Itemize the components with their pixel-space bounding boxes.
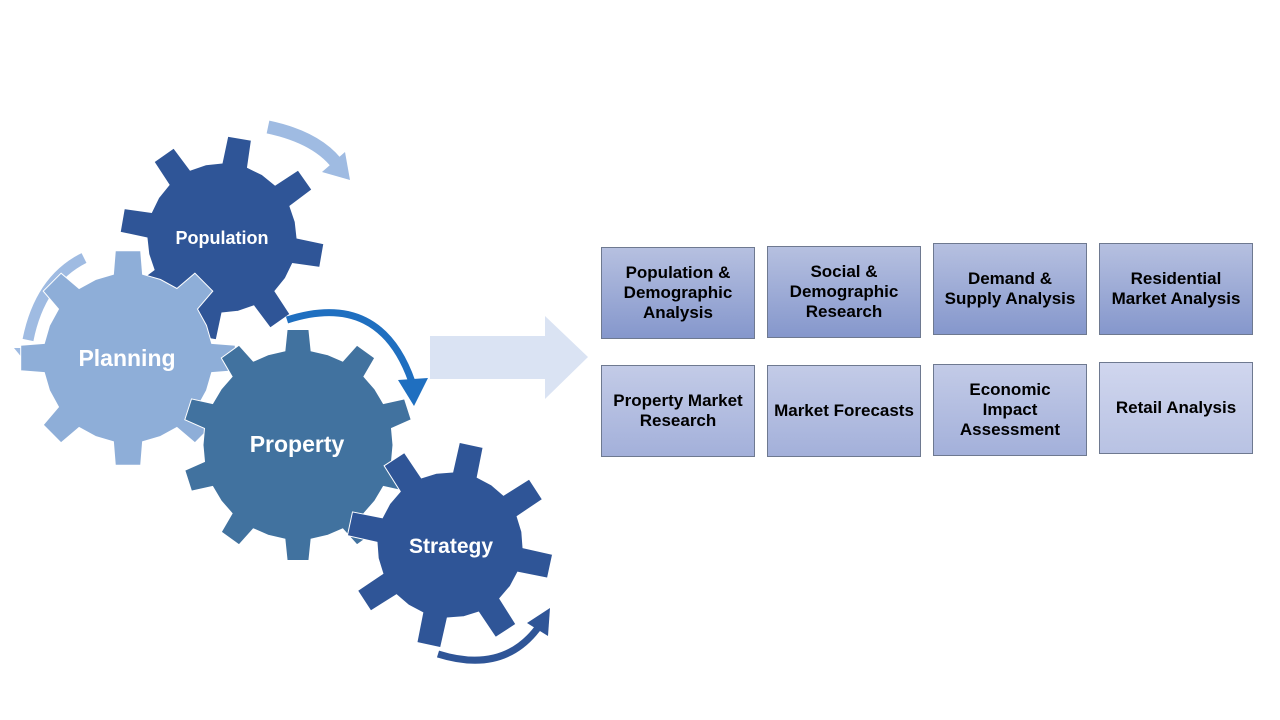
process-arrow [430, 316, 588, 399]
service-box-population-demographic: Population & Demographic Analysis [601, 247, 755, 339]
planning-gear-label: Planning [78, 345, 175, 371]
strategy-gear-label: Strategy [409, 535, 493, 558]
property-gear [184, 329, 412, 561]
gear-strategy-shape [346, 441, 554, 649]
service-box-property-market: Property Market Research [601, 365, 755, 457]
service-box-economic-impact: Economic Impact Assessment [933, 364, 1087, 456]
population-gear-label: Population [176, 228, 269, 248]
property-gear-label: Property [250, 431, 345, 457]
service-box-market-forecasts: Market Forecasts [767, 365, 921, 457]
service-box-retail-analysis: Retail Analysis [1099, 362, 1253, 454]
population-rotation-arrow [266, 120, 350, 180]
strategy-rotation-arrow [436, 608, 550, 664]
service-box-social-demographic: Social & Demographic Research [767, 246, 921, 338]
service-box-demand-supply: Demand & Supply Analysis [933, 243, 1087, 335]
property-rotation-arrow [285, 309, 428, 406]
strategy-gear [346, 441, 554, 649]
gear-property-shape [184, 329, 412, 561]
service-box-residential-market: Residential Market Analysis [1099, 243, 1253, 335]
